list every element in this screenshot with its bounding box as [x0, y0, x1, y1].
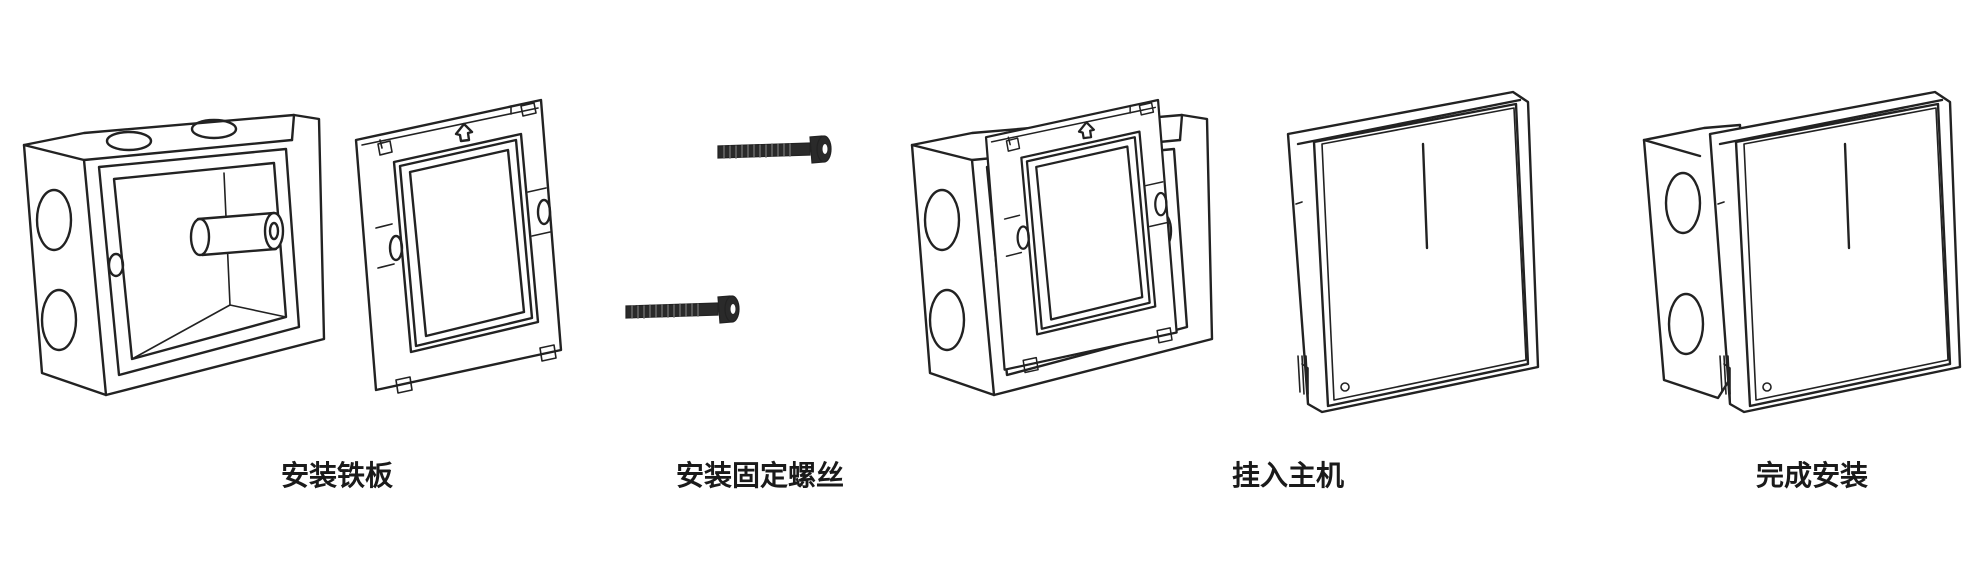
step4-completed — [1642, 90, 1962, 414]
step2-screw-bottom — [625, 295, 740, 324]
step-label-install-iron-plate: 安装铁板 — [281, 459, 393, 492]
step-label-mount-main-unit: 挂入主机 — [1232, 459, 1344, 492]
step-label-installation-complete: 完成安装 — [1756, 459, 1868, 492]
step3-box-with-plate — [910, 98, 1214, 397]
step2-screw-top — [717, 135, 832, 164]
step-label-install-screws: 安装固定螺丝 — [676, 459, 844, 492]
step3-main-unit — [1286, 90, 1540, 414]
step1-iron-plate — [354, 98, 563, 395]
step1-box — [22, 113, 326, 397]
